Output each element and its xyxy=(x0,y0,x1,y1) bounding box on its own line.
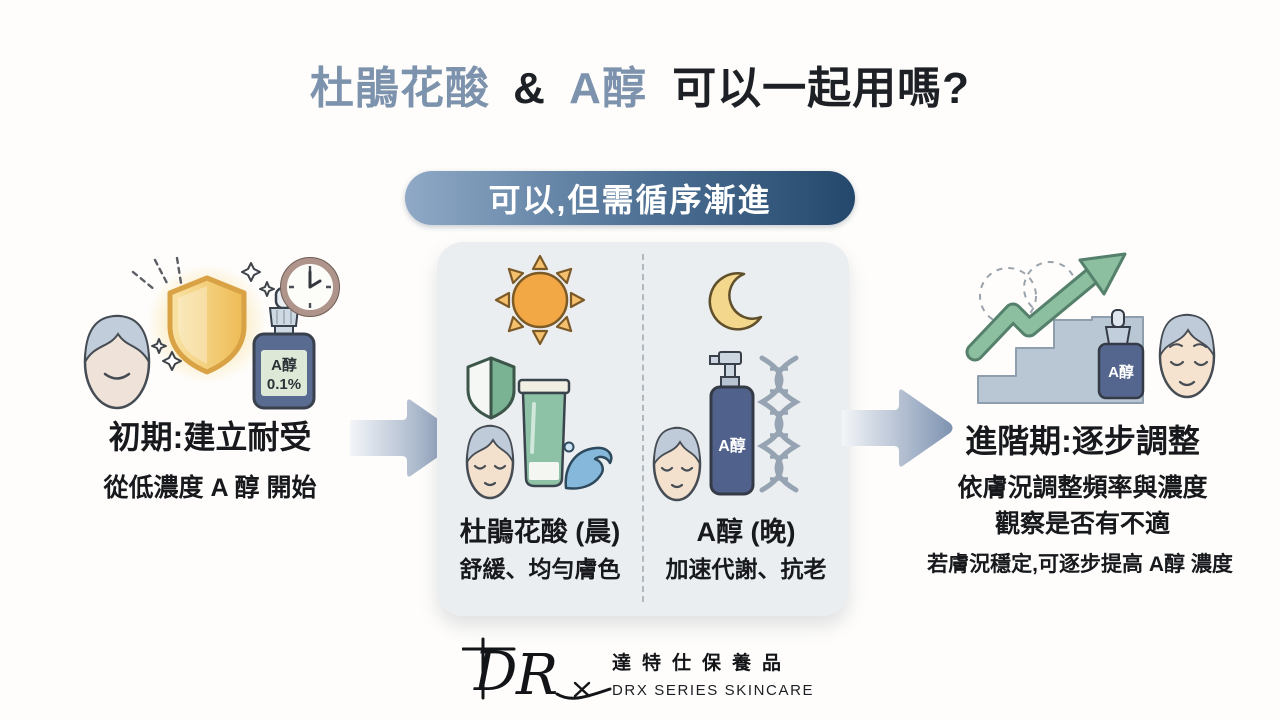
stage-initial-illustration: A醇 0.1% xyxy=(83,256,340,410)
morning-heading: 杜鵑花酸 (晨) xyxy=(459,517,621,547)
evening-heading: A醇 (晚) xyxy=(696,517,796,547)
card-dashed-divider xyxy=(642,254,644,602)
morning-illustration xyxy=(465,356,613,500)
dropper-bottle-icon: A醇 xyxy=(1097,309,1145,400)
morning-subtext: 舒緩、均勻膚色 xyxy=(459,556,621,582)
bottle-label: A醇 xyxy=(718,436,746,455)
moon-icon xyxy=(708,272,763,331)
bottle-label: A醇 xyxy=(1108,363,1134,381)
bottle-label-line2: 0.1% xyxy=(267,376,301,393)
stage-advanced-line3: 若膚況穩定,可逐步提高 A醇 濃度 xyxy=(927,553,1233,576)
stage-advanced-line2: 觀察是否有不適 xyxy=(994,510,1170,538)
evening-illustration: A醇 xyxy=(652,351,801,502)
sparkle-rays-icon xyxy=(131,256,183,292)
gold-shield-icon xyxy=(167,275,247,375)
stage-initial: A醇 0.1% 初期:建立耐受 從低濃度 A 醇 開始 xyxy=(55,250,365,540)
face-icon xyxy=(465,424,515,500)
growth-arrow-icon xyxy=(965,252,1127,362)
logo-letter-d: D xyxy=(473,640,517,703)
dna-icon xyxy=(757,355,801,493)
wave-icon xyxy=(563,441,613,490)
routine-morning-column: 杜鵑花酸 (晨) 舒緩、均勻膚色 xyxy=(437,242,643,616)
face-icon xyxy=(652,426,702,502)
page-title: 杜鵑花酸 & A醇 可以一起用嗎? xyxy=(0,52,1280,116)
sun-icon xyxy=(494,254,586,346)
brand-footer: 達特仕保養品 DRX SERIES SKINCARE xyxy=(612,648,814,699)
routine-evening-column: A醇 A醇 (晚) 加速代謝、抗老 xyxy=(643,242,849,616)
clock-icon xyxy=(280,257,340,317)
flow-arrow-right-icon xyxy=(350,399,461,477)
stage-advanced-heading: 進階期:逐步調整 xyxy=(965,423,1200,459)
drx-logo-icon: D R xyxy=(462,637,612,706)
cleanser-tube-icon xyxy=(517,378,571,488)
face-icon xyxy=(83,314,151,410)
title-ampersand: & xyxy=(513,64,546,113)
stage-initial-heading: 初期:建立耐受 xyxy=(108,419,312,455)
sparkles-icon xyxy=(151,262,275,371)
face-icon xyxy=(1158,313,1216,399)
pump-bottle-icon: A醇 xyxy=(709,351,755,496)
title-question: 可以一起用嗎? xyxy=(672,64,971,113)
bottle-label-line1: A醇 xyxy=(271,356,297,374)
routine-card: 杜鵑花酸 (晨) 舒緩、均勻膚色 xyxy=(437,242,849,616)
evening-subtext: 加速代謝、抗老 xyxy=(665,556,827,582)
brand-name-en: DRX SERIES SKINCARE xyxy=(612,682,815,699)
flow-arrow-right-icon xyxy=(842,389,953,467)
stage-advanced-illustration: A醇 xyxy=(965,252,1216,404)
brand-name-zh: 達特仕保養品 xyxy=(612,653,793,674)
stage-initial-subtext: 從低濃度 A 醇 開始 xyxy=(103,474,317,502)
title-keyword-retinol: A醇 xyxy=(569,64,647,113)
green-shield-icon xyxy=(466,356,516,420)
logo-letter-r: R xyxy=(515,643,558,706)
stage-advanced-line1: 依膚況調整頻率與濃度 xyxy=(957,474,1208,502)
answer-banner: 可以,但需循序漸進 xyxy=(405,171,855,225)
stage-advanced: A醇 進階期:逐步調整 依膚況調整頻率與濃度 觀察是否有不適 若膚況穩定,可逐步… xyxy=(895,252,1270,582)
title-keyword-azelaic: 杜鵑花酸 xyxy=(309,64,490,113)
